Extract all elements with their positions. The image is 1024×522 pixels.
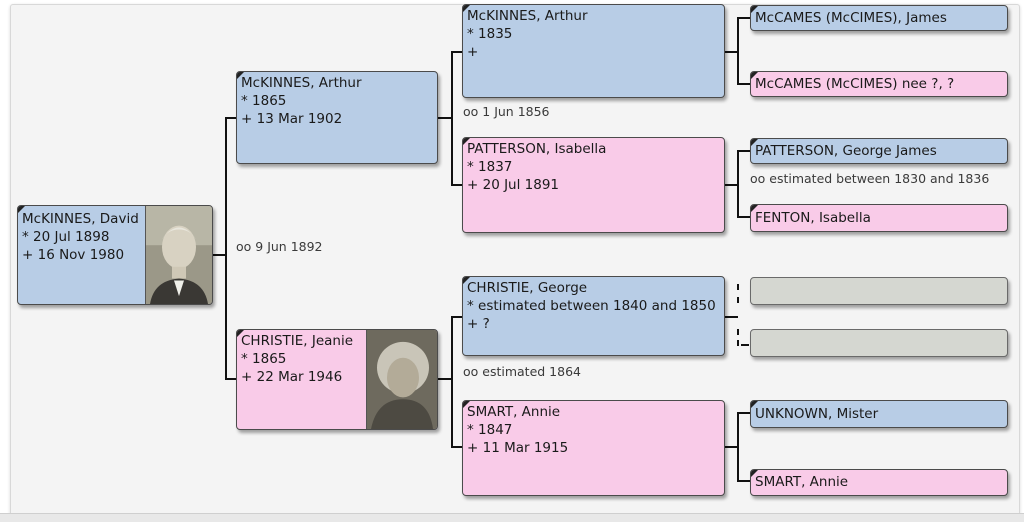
- person-card-great-grandfather-2[interactable]: PATTERSON, George James: [750, 138, 1008, 164]
- person-card-mother[interactable]: CHRISTIE, Jeanie * 1865 + 22 Mar 1946: [236, 329, 438, 430]
- person-photo: [366, 330, 437, 429]
- person-card-father[interactable]: McKINNES, Arthur * 1865 + 13 Mar 1902: [236, 71, 438, 164]
- person-name: McKINNES, Arthur: [241, 75, 362, 91]
- person-name: UNKNOWN, Mister: [755, 406, 879, 422]
- marriage-label: oo estimated between 1830 and 1836: [750, 171, 990, 186]
- connector-line: [225, 117, 227, 380]
- marriage-label: oo 9 Jun 1892: [236, 239, 323, 254]
- person-name: PATTERSON, Isabella: [467, 141, 607, 157]
- connector-line-dashed: [737, 297, 739, 303]
- person-birth: * 1865: [241, 351, 287, 367]
- person-name: McCAMES (McCIMES) nee ?, ?: [755, 76, 955, 92]
- person-card-paternal-grandmother[interactable]: PATTERSON, Isabella * 1837 + 20 Jul 1891: [462, 137, 725, 233]
- person-card-great-grandmother-4[interactable]: SMART, Annie: [750, 469, 1008, 496]
- person-name: McKINNES, David: [22, 211, 139, 227]
- connector-line: [213, 254, 226, 256]
- person-name: CHRISTIE, Jeanie: [241, 333, 354, 349]
- connector-line: [737, 17, 750, 19]
- person-death: + 16 Nov 1980: [22, 247, 125, 263]
- person-death: +: [467, 44, 479, 60]
- connector-line-dashed: [737, 340, 739, 346]
- person-card-maternal-grandfather[interactable]: CHRISTIE, George * estimated between 184…: [462, 276, 725, 356]
- person-name: McCAMES (McCIMES), James: [755, 10, 947, 26]
- person-card-maternal-grandmother[interactable]: SMART, Annie * 1847 + 11 Mar 1915: [462, 400, 725, 496]
- person-card-great-grandmother-1[interactable]: McCAMES (McCIMES) nee ?, ?: [750, 71, 1008, 97]
- connector-line: [451, 51, 463, 53]
- connector-line: [438, 378, 452, 380]
- person-name: PATTERSON, George James: [755, 143, 937, 159]
- person-death: + 20 Jul 1891: [467, 177, 560, 193]
- connector-line: [737, 83, 750, 85]
- connector-line-dashed: [737, 284, 739, 290]
- person-birth: * 20 Jul 1898: [22, 229, 110, 245]
- connector-line: [451, 316, 453, 448]
- person-card-empty-slot[interactable]: [750, 329, 1008, 357]
- person-name: SMART, Annie: [755, 474, 849, 490]
- connector-line: [451, 446, 463, 448]
- person-name: SMART, Annie: [467, 404, 561, 420]
- connector-line: [725, 446, 738, 448]
- person-card-paternal-grandfather[interactable]: McKINNES, Arthur * 1835 +: [462, 4, 725, 98]
- person-birth: * 1835: [467, 26, 513, 42]
- connector-line-dashed: [737, 329, 739, 335]
- person-birth: * estimated between 1840 and 1850: [467, 298, 716, 314]
- window-bottom-edge: [0, 513, 1024, 522]
- connector-line: [737, 216, 750, 218]
- connector-line: [725, 51, 738, 53]
- connector-line: [225, 117, 237, 119]
- connector-line: [737, 150, 750, 152]
- person-death: + ?: [467, 316, 490, 332]
- person-death: + 11 Mar 1915: [467, 440, 569, 456]
- person-birth: * 1847: [467, 422, 513, 438]
- connector-line: [725, 184, 738, 186]
- connector-line: [225, 378, 237, 380]
- connector-line: [737, 412, 750, 414]
- person-card-great-grandfather-1[interactable]: McCAMES (McCIMES), James: [750, 5, 1008, 31]
- person-name: McKINNES, Arthur: [467, 8, 588, 24]
- person-card-root[interactable]: McKINNES, David * 20 Jul 1898 + 16 Nov 1…: [17, 205, 213, 305]
- marriage-label: oo estimated 1864: [463, 364, 581, 379]
- connector-line: [737, 150, 739, 218]
- connector-line: [451, 316, 463, 318]
- connector-line: [737, 480, 750, 482]
- person-card-great-grandmother-2[interactable]: FENTON, Isabella: [750, 204, 1008, 232]
- person-card-great-grandfather-4[interactable]: UNKNOWN, Mister: [750, 400, 1008, 428]
- connector-line: [451, 51, 453, 186]
- person-death: + 22 Mar 1946: [241, 369, 343, 385]
- person-name: CHRISTIE, George: [467, 280, 588, 296]
- connector-line: [737, 17, 739, 85]
- person-card-empty-slot[interactable]: [750, 277, 1008, 305]
- person-name: FENTON, Isabella: [755, 210, 871, 226]
- connector-line-dashed: [741, 344, 749, 346]
- person-birth: * 1837: [467, 159, 513, 175]
- person-birth: * 1865: [241, 93, 287, 109]
- connector-line: [737, 412, 739, 482]
- connector-line: [725, 316, 738, 318]
- marriage-label: oo 1 Jun 1856: [463, 104, 550, 119]
- connector-line: [451, 184, 463, 186]
- person-photo: [145, 206, 212, 304]
- connector-line: [438, 117, 452, 119]
- person-death: + 13 Mar 1902: [241, 111, 343, 127]
